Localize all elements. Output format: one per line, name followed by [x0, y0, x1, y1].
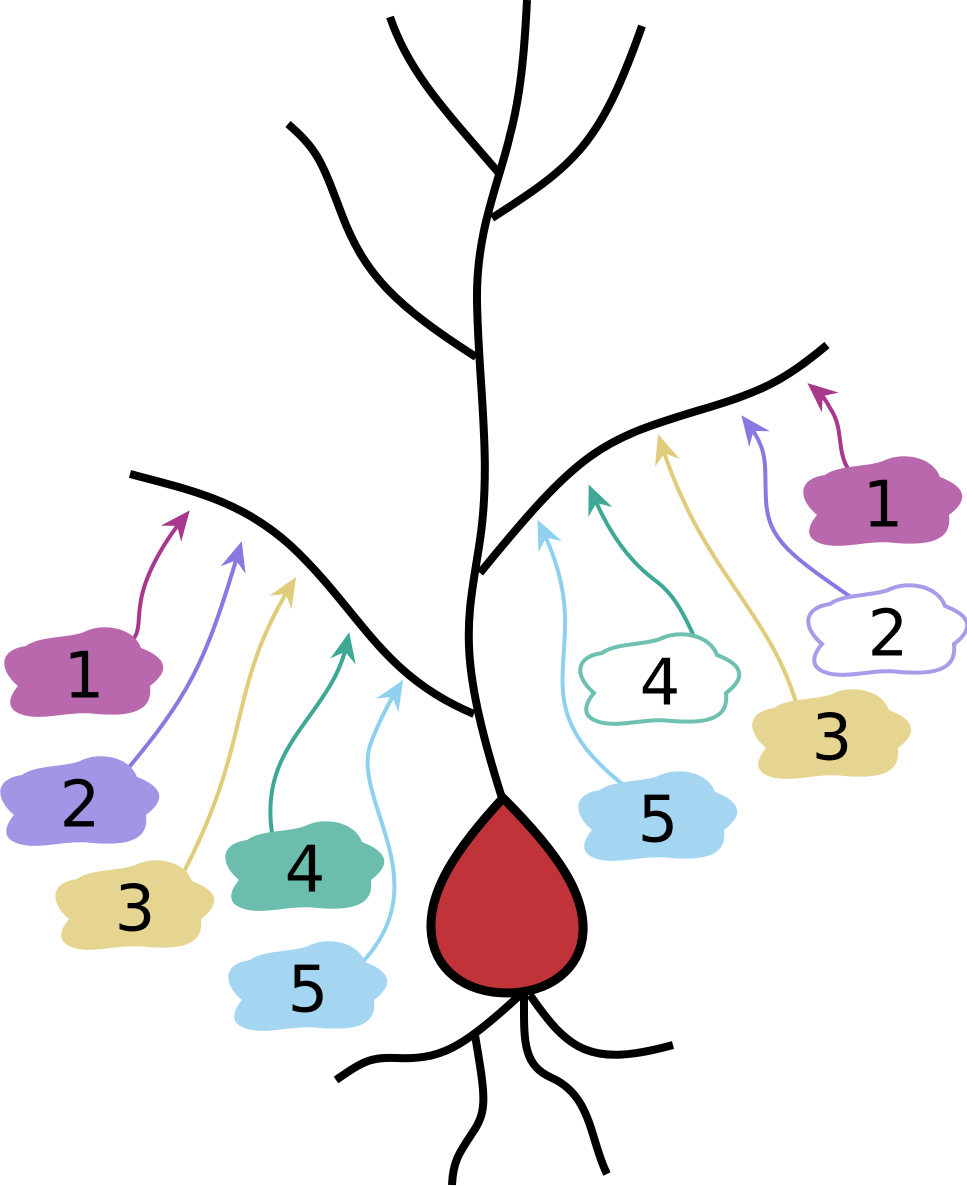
input-arrows: [118, 383, 857, 982]
left-input-cloud-1: 1: [4, 627, 164, 717]
left-arrowhead-1: [160, 510, 190, 542]
axon-root-mid: [519, 994, 611, 1176]
apical-branch-right-top: [489, 24, 646, 222]
right-input-cloud-1: 1: [803, 456, 963, 546]
apical-dendrite-trunk: [464, 0, 531, 800]
right-input-cloud-3: 3: [752, 689, 912, 779]
left-input-label-1: 1: [64, 640, 105, 714]
axon-root-right: [526, 992, 675, 1059]
axon-root-center: [448, 1034, 488, 1186]
right-input-arrow-4: [589, 488, 705, 660]
left-input-arrow-4: [268, 636, 350, 835]
left-arrowhead-4: [330, 632, 356, 665]
right-input-cloud-5: 5: [578, 771, 738, 861]
left-arrowhead-2: [220, 541, 246, 574]
right-arrowhead-1: [807, 383, 839, 413]
basal-dendrite-right: [476, 341, 830, 576]
left-arrowhead-5: [376, 679, 404, 713]
dendrite-tree: [128, 0, 830, 1186]
right-arrowhead-5: [537, 519, 563, 553]
left-input-label-2: 2: [60, 769, 101, 843]
axon-root-left: [333, 992, 523, 1084]
left-input-label-5: 5: [288, 954, 329, 1028]
left-input-cloud-5: 5: [228, 941, 388, 1031]
left-input-label-4: 4: [285, 834, 326, 908]
left-input-arrow-3: [176, 580, 295, 885]
soma: [426, 793, 588, 998]
right-input-label-5: 5: [638, 784, 679, 858]
left-input-cloud-4: 4: [225, 821, 385, 911]
right-input-cloud-4: 4: [578, 632, 742, 726]
left-arrowhead-3: [269, 576, 297, 610]
right-input-label-1: 1: [863, 469, 904, 543]
right-input-label-2: 2: [868, 598, 909, 672]
right-input-cloud-2: 2: [806, 583, 967, 677]
apical-branch-left-mid: [285, 120, 479, 361]
left-input-cloud-3: 3: [55, 860, 215, 950]
basal-dendrite-left: [128, 470, 476, 718]
right-arrowhead-2: [741, 415, 770, 447]
apical-branch-left-top: [386, 15, 502, 175]
left-input-arrow-1: [122, 513, 188, 652]
right-input-arrow-5: [538, 523, 628, 789]
right-arrowhead-4: [588, 484, 613, 518]
right-input-label-4: 4: [640, 647, 681, 721]
right-input-label-3: 3: [812, 702, 853, 776]
right-input-arrow-2: [743, 418, 857, 602]
left-input-label-3: 3: [115, 873, 156, 947]
left-input-arrow-2: [118, 545, 242, 780]
right-input-arrow-3: [658, 438, 799, 708]
right-arrowhead-3: [654, 434, 680, 467]
left-input-arrow-5: [341, 683, 402, 982]
left-input-cloud-2: 2: [0, 756, 160, 846]
